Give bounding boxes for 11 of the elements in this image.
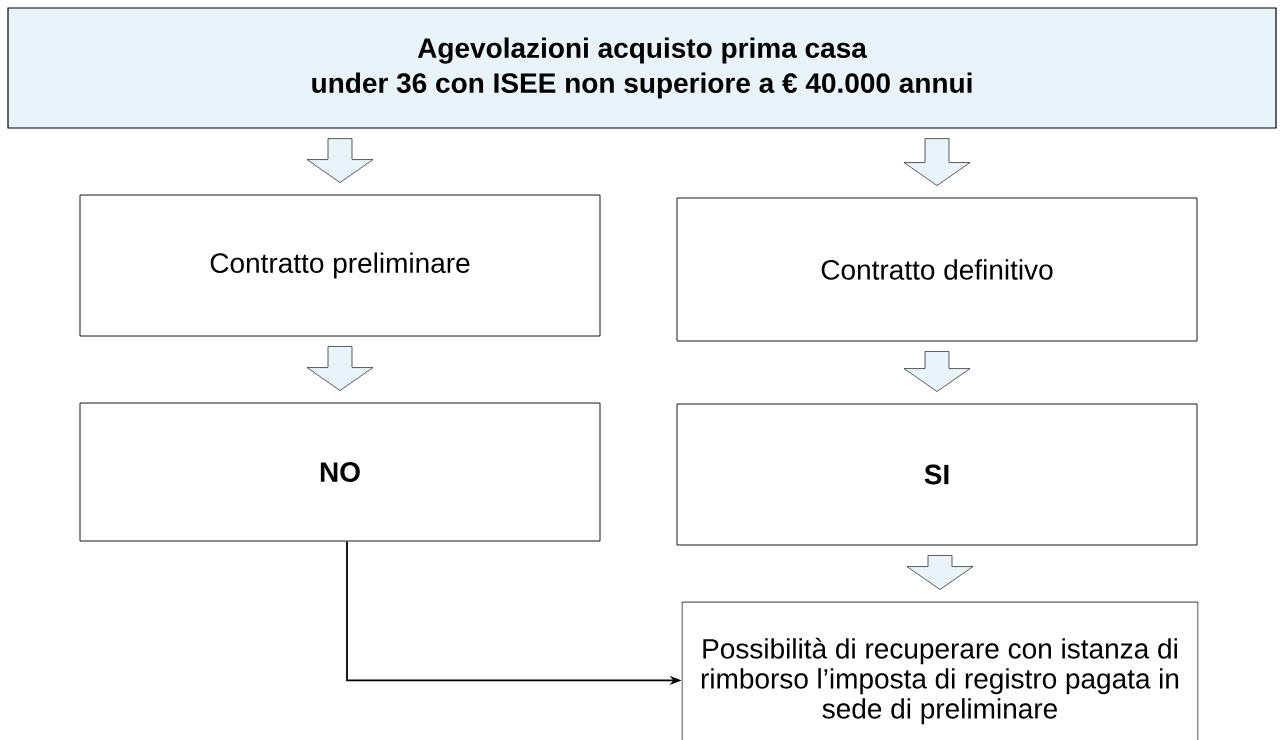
block-arrow (306, 346, 374, 391)
block-arrow (903, 351, 971, 392)
block-arrow (903, 138, 971, 186)
result-box: Possibilità di recuperare con istanza di rimborso l’imposta di registro pagata in sede di preliminare (681, 601, 1199, 740)
outcome-box: NO (79, 402, 601, 542)
process-box: Contratto preliminare (79, 194, 601, 337)
title-box: Agevolazioni acquisto prima casa under 36 con ISEE non superiore a € 40.000 annui (7, 7, 1277, 129)
block-arrow (306, 138, 374, 183)
process-box: Contratto definitivo (676, 197, 1198, 342)
block-arrow (906, 555, 974, 590)
outcome-box: SI (676, 403, 1198, 546)
